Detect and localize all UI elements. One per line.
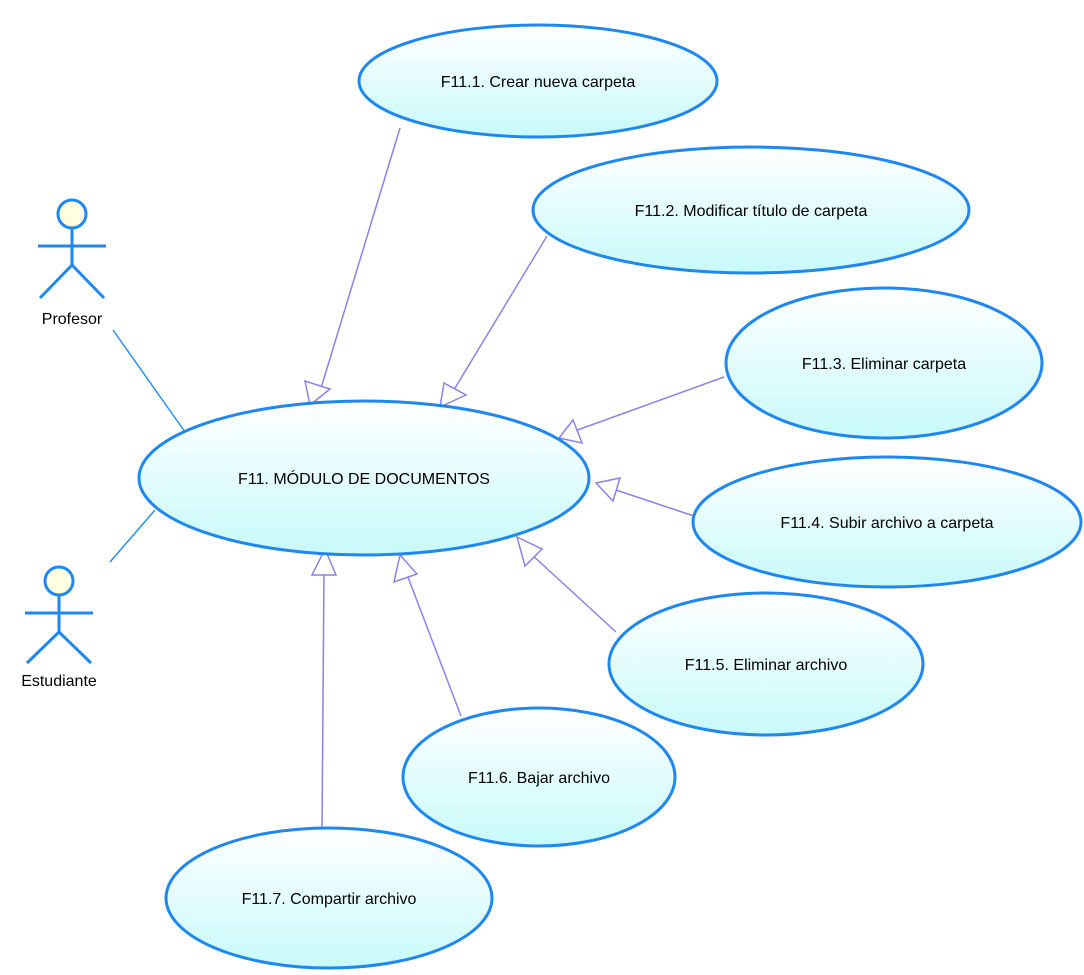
association-estudiante [109,509,156,563]
generalization-f11-6 [405,571,462,717]
use-case-label: F11.5. Eliminar archivo [685,657,848,674]
main-use-case-ellipse [137,399,591,557]
arrowhead-f11-6 [392,553,419,584]
main-use-case[interactable]: F11. MÓDULO DE DOCUMENTOS [137,399,591,557]
actor-label: Profesor [42,311,103,328]
generalization-f11-5 [529,552,617,633]
actor-label: Estudiante [21,673,97,690]
actor-profesor[interactable]: Profesor [38,198,106,328]
use-case-ellipse [607,591,925,737]
arrowhead-f11-5 [515,535,544,568]
use-case-ellipse [357,23,719,139]
use-case-ellipse [691,455,1083,589]
use-case-ellipse [531,145,971,275]
use-case-f11-4[interactable]: F11.4. Subir archivo a carpeta [691,455,1083,589]
use-case-f11-3[interactable]: F11.3. Eliminar carpeta [724,286,1044,440]
association-profesor [112,329,186,433]
generalization-f11-2 [448,235,548,399]
stick-figure-actor-icon [25,565,93,665]
use-case-f11-6[interactable]: F11.6. Bajar archivo [401,706,677,848]
actor-estudiante[interactable]: Estudiante [21,565,97,690]
generalization-arrowheads [304,379,622,584]
generalization-f11-3 [571,376,725,433]
generalization-f11-4 [609,487,695,517]
arrowhead-f11-4 [594,477,622,503]
use-case-ellipse [724,286,1044,440]
use-case-ellipse [164,826,494,970]
use-case-label: F11.7. Compartir archivo [242,891,417,908]
use-case-label: F11.4. Subir archivo a carpeta [780,515,993,532]
main-use-case-label: F11. MÓDULO DE DOCUMENTOS [238,469,490,488]
use-case-label: F11.6. Bajar archivo [468,770,610,787]
arrowhead-f11-7 [310,547,338,576]
use-case-f11-2[interactable]: F11.2. Modificar título de carpeta [531,145,971,275]
stick-figure-actor-icon [38,198,106,300]
generalization-lines [317,127,725,829]
arrowhead-f11-3 [557,418,584,445]
use-case-f11-7[interactable]: F11.7. Compartir archivo [164,826,494,970]
association-lines [109,329,186,563]
generalization-f11-7 [321,571,325,829]
use-case-label: F11.2. Modificar título de carpeta [635,203,868,220]
arrowhead-f11-2 [439,381,468,409]
arrowhead-f11-1 [304,379,332,407]
use-case-f11-5[interactable]: F11.5. Eliminar archivo [607,591,925,737]
use-case-label: F11.1. Crear nueva carpeta [441,74,636,91]
use-case-f11-1[interactable]: F11.1. Crear nueva carpeta [357,23,719,139]
use-case-label: F11.3. Eliminar carpeta [802,356,966,373]
generalization-f11-1 [317,127,401,399]
use-case-ellipse [401,706,677,848]
